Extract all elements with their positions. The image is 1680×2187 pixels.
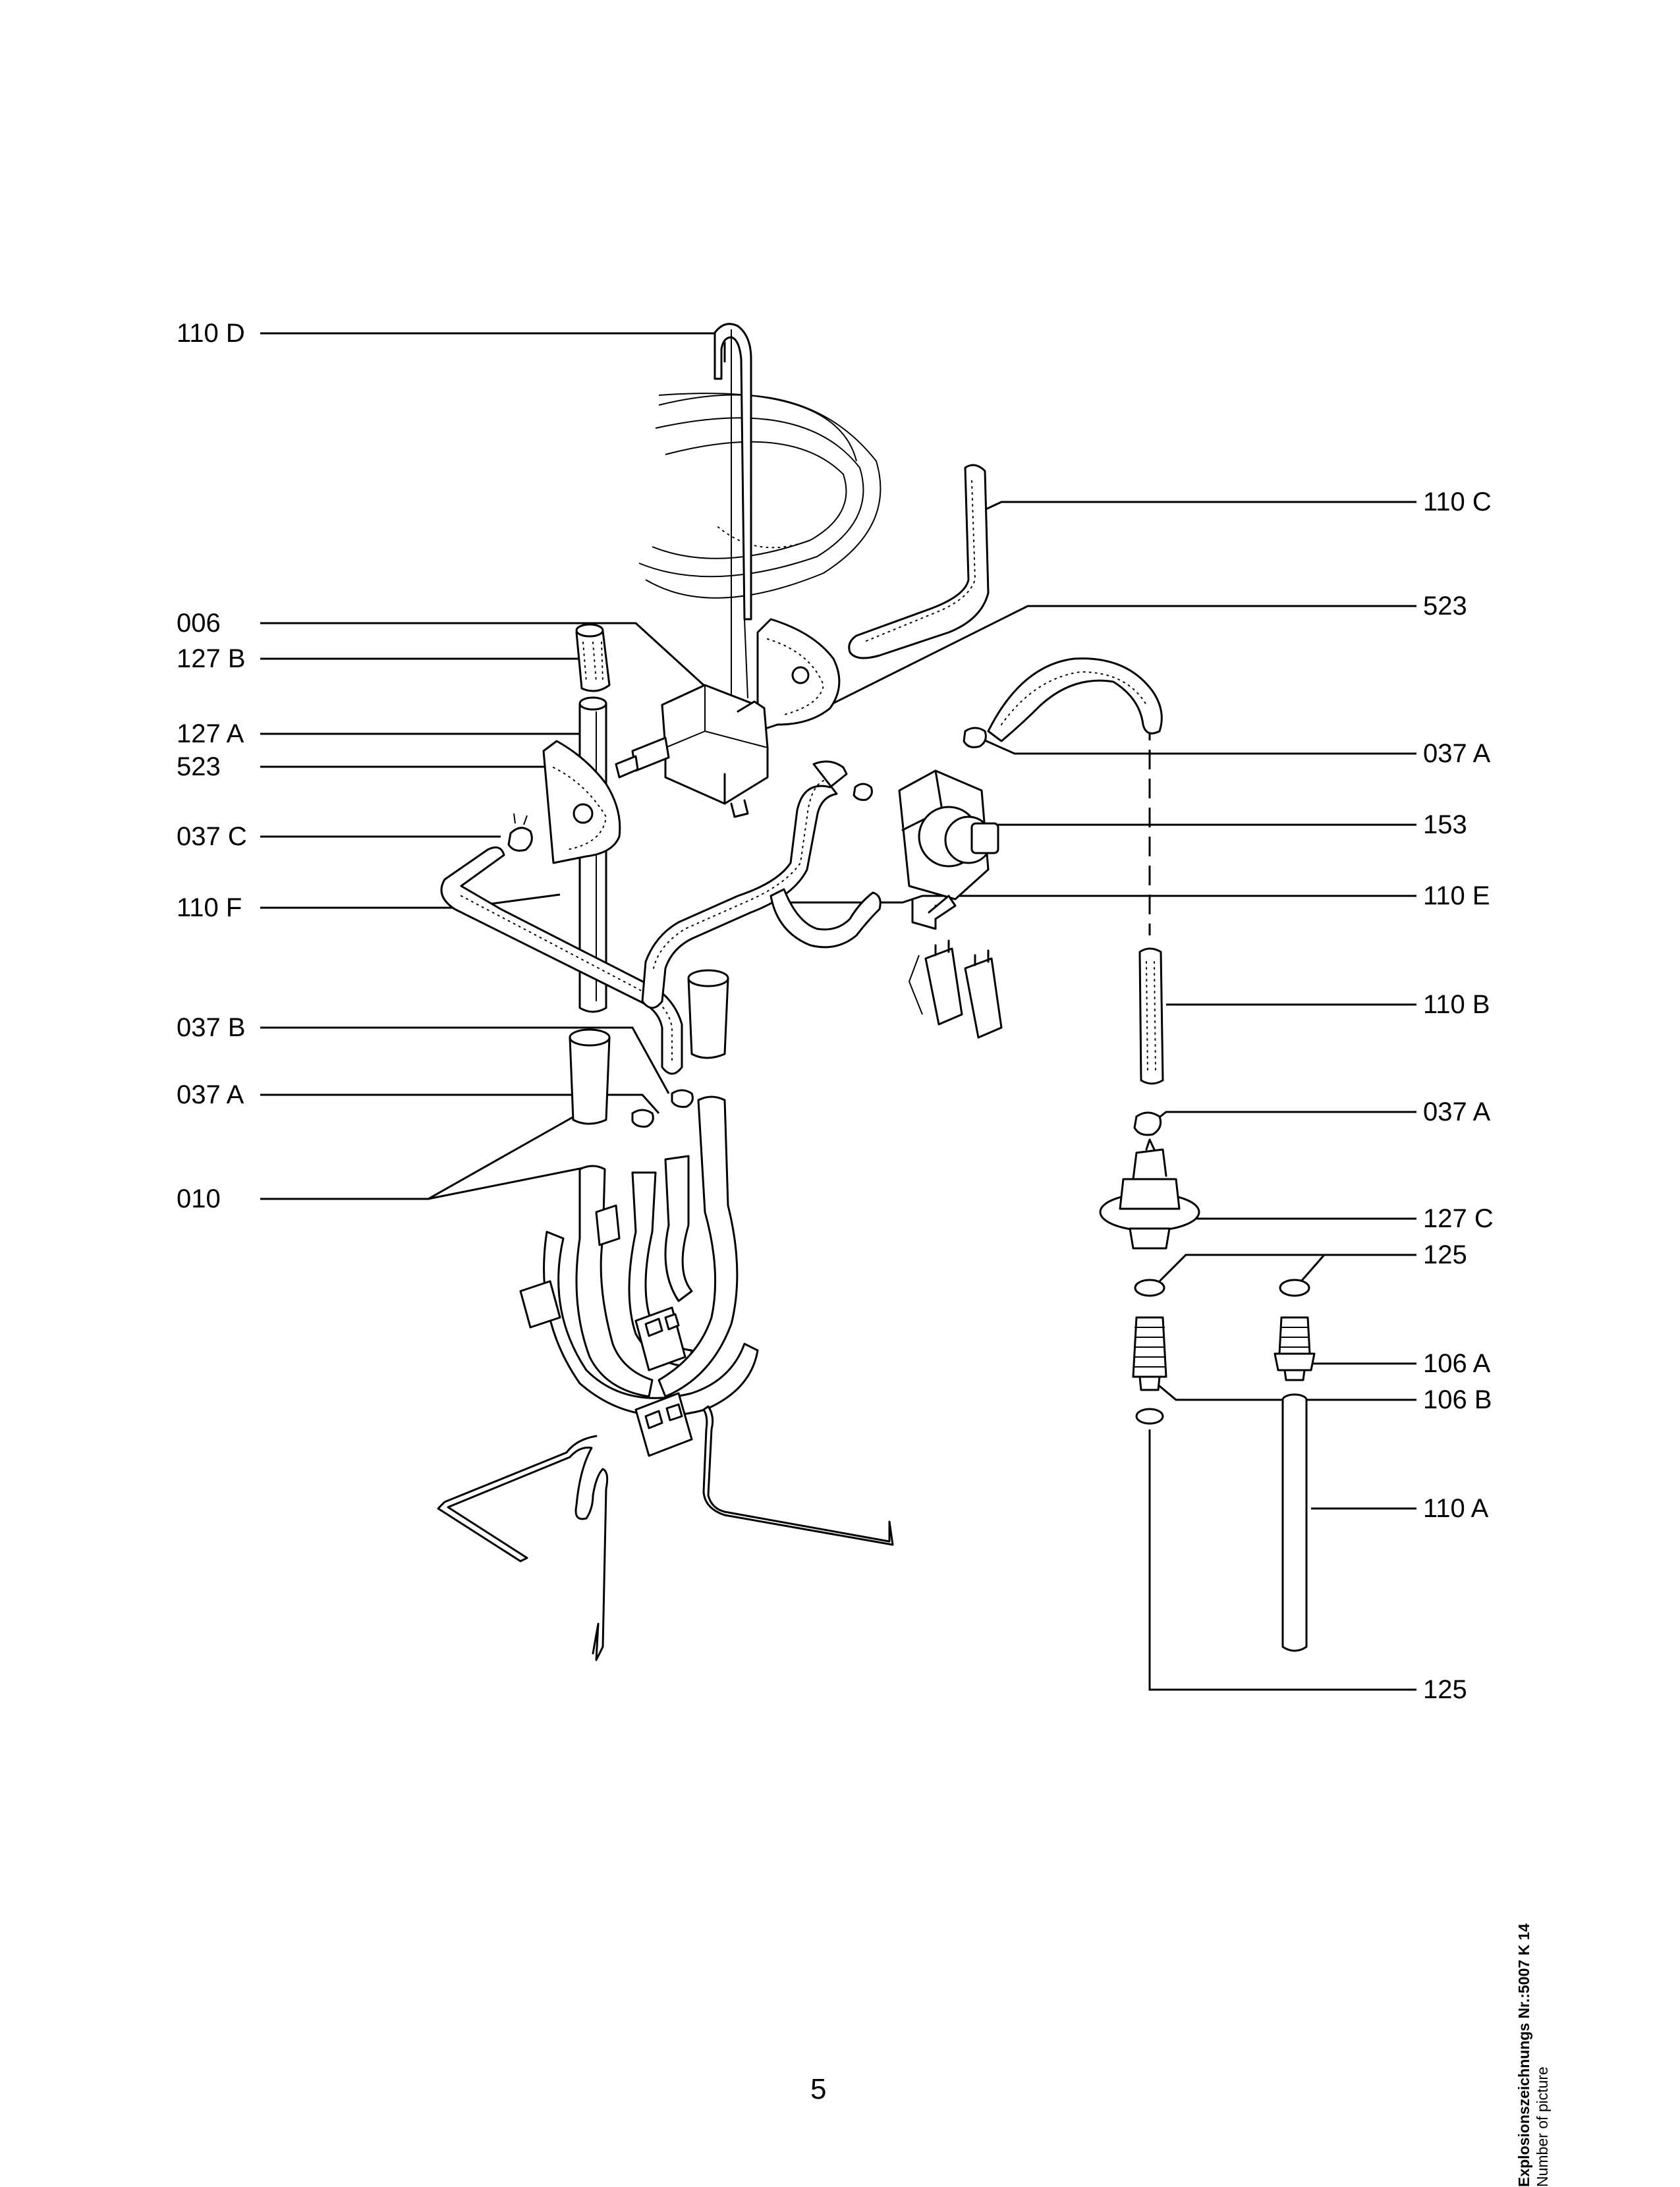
bracket-523-left [542, 740, 621, 864]
bracket-523-right [756, 618, 841, 733]
pressure-switch-153 [898, 769, 999, 930]
label-110f: 110 F [177, 893, 242, 922]
heater-assembly-010 [519, 969, 759, 1457]
microswitches [908, 939, 1003, 1039]
hose-110d [714, 323, 752, 699]
label-110d: 110 D [177, 319, 245, 348]
hose-upper-arc [987, 657, 1163, 742]
label-037a-left: 037 A [177, 1080, 244, 1109]
drum-ring [638, 393, 882, 599]
picture-subtitle: Number of picture [1534, 2066, 1551, 2187]
hose-110c [848, 464, 990, 659]
label-125-bottom: 125 [1423, 1675, 1467, 1704]
label-110e: 110 E [1423, 881, 1490, 910]
label-110b: 110 B [1423, 990, 1490, 1019]
tube-110a [1281, 1393, 1308, 1652]
label-110a: 110 A [1423, 1494, 1489, 1523]
picture-number-block: Explosionszeichnungs Nr.:5007 K 14 Numbe… [1515, 1924, 1588, 2187]
nozzles-106 [1132, 1316, 1316, 1391]
clamp-037c [507, 813, 533, 852]
label-127c: 127 C [1423, 1204, 1494, 1233]
hose-110b [1138, 947, 1164, 1085]
label-127a: 127 A [177, 719, 244, 748]
pump-006 [615, 684, 769, 818]
label-037c: 037 C [177, 822, 247, 851]
label-153: 153 [1423, 810, 1467, 839]
label-037a-right-2: 037 A [1423, 1097, 1491, 1126]
picture-title: Explosionszeichnungs Nr.:5007 K 14 [1515, 1923, 1532, 2187]
label-106b: 106 B [1423, 1385, 1492, 1414]
valve-127c [1099, 1138, 1200, 1250]
hose-110e [641, 760, 882, 1009]
o-rings-125 [1134, 1279, 1310, 1425]
sleeve-127b [575, 623, 611, 692]
label-006: 006 [177, 609, 221, 638]
label-523-right: 523 [1423, 592, 1467, 621]
label-127b: 127 B [177, 644, 246, 673]
label-037b: 037 B [177, 1013, 246, 1042]
label-037a-right-1: 037 A [1423, 739, 1491, 768]
label-106a: 106 A [1423, 1349, 1491, 1378]
label-523-left: 523 [177, 752, 221, 781]
label-110c: 110 C [1423, 487, 1492, 516]
label-010: 010 [177, 1184, 221, 1213]
wire-rod [437, 1405, 894, 1661]
leader-lines [260, 332, 1416, 1691]
label-125-top: 125 [1423, 1240, 1467, 1269]
clamp-037a-upper [853, 727, 987, 801]
page-number: 5 [810, 2073, 827, 2105]
clamp-037a-lower [1133, 1111, 1162, 1136]
